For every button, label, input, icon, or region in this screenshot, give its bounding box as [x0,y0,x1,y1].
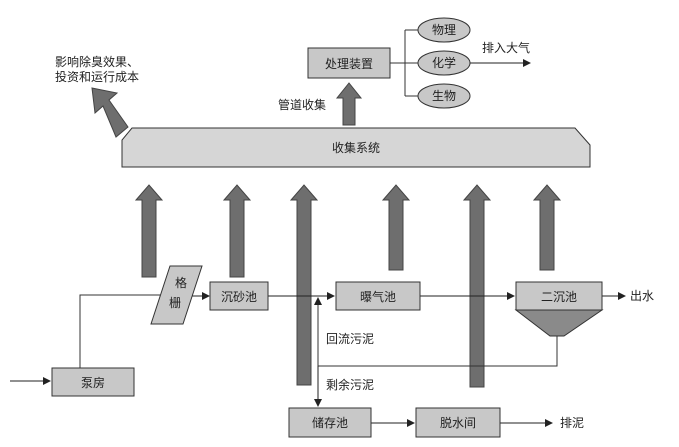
clarifier-hopper [514,309,604,337]
impact-label-line2: 投资和运行成本 [55,69,139,84]
method-biological-label: 生物 [432,89,456,103]
pump-house-label: 泵房 [81,375,105,390]
method-biological-ellipse [417,83,471,109]
excess-sludge-label: 剩余污泥 [326,377,374,392]
return-sludge-line [314,297,558,367]
methods-bracket [390,29,418,97]
aeration-odor-arrow [381,184,411,271]
screen-label-line2: 栅 [169,295,181,310]
discharge-air-label: 排入大气 [482,40,530,55]
sludge-line-odor-arrow [289,184,319,386]
discharge-sludge-label: 排泥 [560,416,584,430]
dewatering-odor-arrow [462,184,492,388]
clarifier-odor-arrow [532,184,562,271]
secondary-clarifier-label: 二沉池 [541,290,577,304]
dewatering-room-box [415,407,501,438]
pump-to-screen-line [79,294,163,368]
pipe-collection-label: 管道收集 [278,97,326,112]
aeration-tank-box [335,281,421,311]
grit-chamber-label: 沉砂池 [221,290,257,304]
screen-odor-arrow [134,184,164,278]
method-physical-label: 物理 [432,23,456,37]
storage-tank-box [288,407,372,438]
screen-label-line1: 格 [175,275,187,290]
method-chemical-label: 化学 [432,55,456,70]
grit-odor-arrow [222,184,252,278]
collection-system-label: 收集系统 [332,140,380,155]
pump-house-box [51,367,135,397]
storage-tank-label: 储存池 [312,415,348,430]
collection-system-box [121,127,591,168]
dewatering-room-label: 脱水间 [440,415,476,430]
outflow-label: 出水 [630,289,654,303]
screen-box [150,265,203,325]
pipe-collection-arrow [335,82,363,126]
aeration-tank-label: 曝气池 [360,289,396,304]
treatment-device-box [307,47,391,79]
return-sludge-label: 回流污泥 [326,332,374,346]
impact-arrow [91,87,129,138]
grit-chamber-box [209,281,269,311]
treatment-device-label: 处理装置 [325,57,373,71]
method-physical-ellipse [417,17,471,43]
impact-label-line1: 影响除臭效果、 [55,54,139,69]
